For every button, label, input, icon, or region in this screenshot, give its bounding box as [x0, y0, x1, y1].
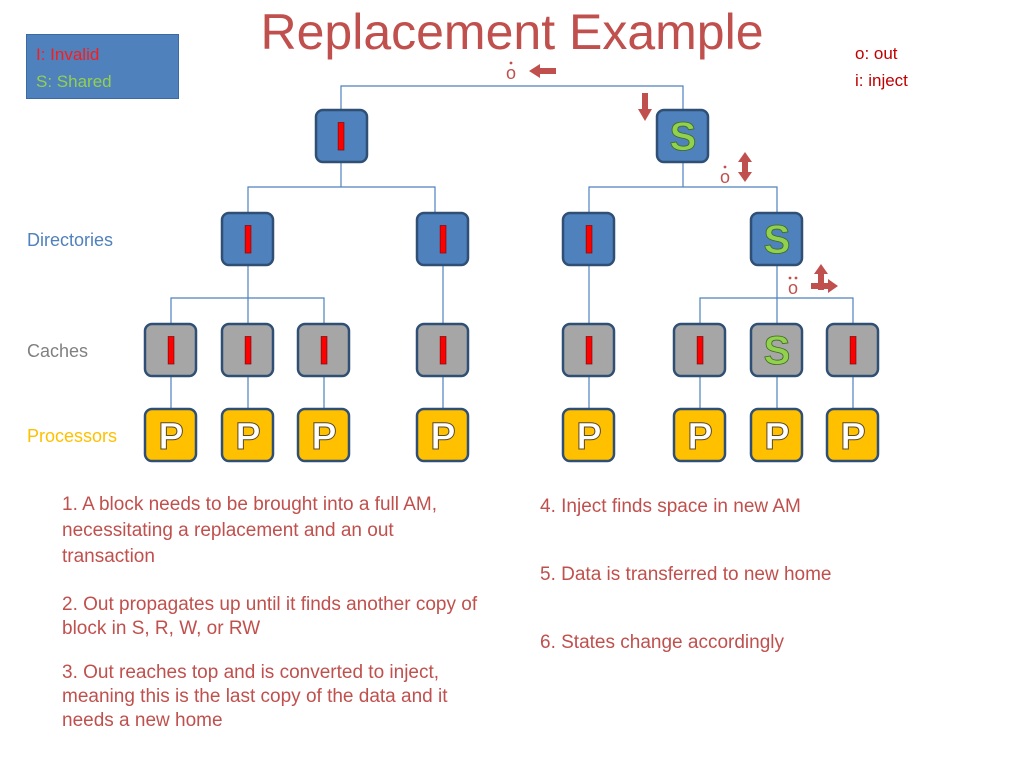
transaction-arrows: o o o — [506, 61, 838, 298]
processor-node-6 — [672, 407, 727, 463]
note-step-1: 1. A block needs to be brought into a fu… — [62, 494, 437, 567]
legend-invalid: I: Invalid — [36, 45, 100, 64]
row-label-processors: Processors — [27, 426, 118, 446]
arrow-left-icon — [529, 64, 556, 78]
dir-node-4 — [749, 211, 804, 267]
cache-node-6 — [672, 322, 727, 378]
node-letter-shared: S — [764, 218, 791, 262]
transaction-label-level2: o — [720, 167, 730, 187]
cache-node-2 — [220, 322, 275, 378]
processor-letter: P — [158, 416, 183, 458]
directory-row: I I I S — [220, 211, 804, 267]
connector-left-dir — [247, 162, 436, 213]
processor-node-3 — [296, 407, 351, 463]
processor-row: P P P P P P P P — [143, 407, 880, 463]
cache-node-3 — [296, 322, 351, 378]
dot-icon — [788, 276, 792, 280]
connector-right-caches — [699, 265, 854, 324]
processor-node-4 — [415, 407, 470, 463]
row-label-directories: Directories — [27, 230, 114, 250]
dir-node-l1-right — [655, 108, 710, 164]
dot-icon — [794, 276, 798, 280]
processor-letter: P — [311, 416, 336, 458]
node-letter-invalid: I — [437, 329, 448, 373]
note-step-3: 3. Out reaches top and is converted to i… — [62, 662, 448, 731]
dir-node-2 — [415, 211, 470, 267]
cache-row: I I I I I I S I — [143, 322, 880, 378]
node-letter-shared: S — [670, 115, 697, 159]
processor-node-2 — [220, 407, 275, 463]
processor-letter: P — [687, 416, 712, 458]
node-letter-invalid: I — [583, 218, 594, 262]
arrow-up-icon — [814, 264, 828, 290]
processor-letter: P — [235, 416, 260, 458]
node-letter-invalid: I — [694, 329, 705, 373]
node-letter-invalid: I — [318, 329, 329, 373]
note-step-6: 6. States change accordingly — [540, 632, 784, 653]
node-letter-invalid: I — [437, 218, 448, 262]
processor-letter: P — [764, 416, 789, 458]
state-legend: I: Invalid S: Shared — [26, 34, 179, 99]
node-letter-shared: S — [764, 329, 791, 373]
note-step-4: 4. Inject finds space in new AM — [540, 496, 801, 517]
processor-node-5 — [561, 407, 616, 463]
arrow-down-icon — [638, 93, 652, 121]
processor-node-1 — [143, 407, 198, 463]
cache-node-5 — [561, 322, 616, 378]
dir-node-3 — [561, 211, 616, 267]
connector-left-caches — [170, 265, 325, 324]
note-step-2: 2. Out propagates up until it finds anot… — [62, 594, 478, 639]
connector-cache-proc — [170, 376, 854, 409]
dot-icon — [723, 165, 727, 169]
cache-node-1 — [143, 322, 198, 378]
node-letter-invalid: I — [583, 329, 594, 373]
dir-node-l1-left — [314, 108, 369, 164]
cache-node-8 — [825, 322, 880, 378]
node-letter-invalid: I — [335, 115, 346, 159]
processor-letter: P — [430, 416, 455, 458]
transaction-label-top: o — [506, 63, 516, 83]
transaction-label-level3: o — [788, 278, 798, 298]
key-inject: i: inject — [855, 71, 908, 90]
connector-root — [340, 85, 684, 110]
dot-icon — [509, 61, 513, 65]
node-letter-invalid: I — [242, 329, 253, 373]
level1-directories: I S — [314, 108, 710, 164]
tree-connectors — [170, 85, 854, 409]
slide-title: Replacement Example — [260, 4, 764, 60]
key-out: o: out — [855, 44, 898, 63]
legend-shared: S: Shared — [36, 72, 112, 91]
processor-letter: P — [840, 416, 865, 458]
node-letter-invalid: I — [165, 329, 176, 373]
node-letter-invalid: I — [242, 218, 253, 262]
node-letter-invalid: I — [847, 329, 858, 373]
processor-letter: P — [576, 416, 601, 458]
transaction-key: o: out i: inject — [855, 40, 908, 94]
arrow-up-down-icon — [738, 152, 752, 182]
row-label-caches: Caches — [27, 341, 89, 361]
processor-node-7 — [749, 407, 804, 463]
dir-node-1 — [220, 211, 275, 267]
connector-right-dir — [588, 162, 778, 213]
cache-node-4 — [415, 322, 470, 378]
arrow-right-icon — [811, 279, 838, 293]
cache-node-7 — [749, 322, 804, 378]
processor-node-8 — [825, 407, 880, 463]
note-step-5: 5. Data is transferred to new home — [540, 564, 832, 585]
